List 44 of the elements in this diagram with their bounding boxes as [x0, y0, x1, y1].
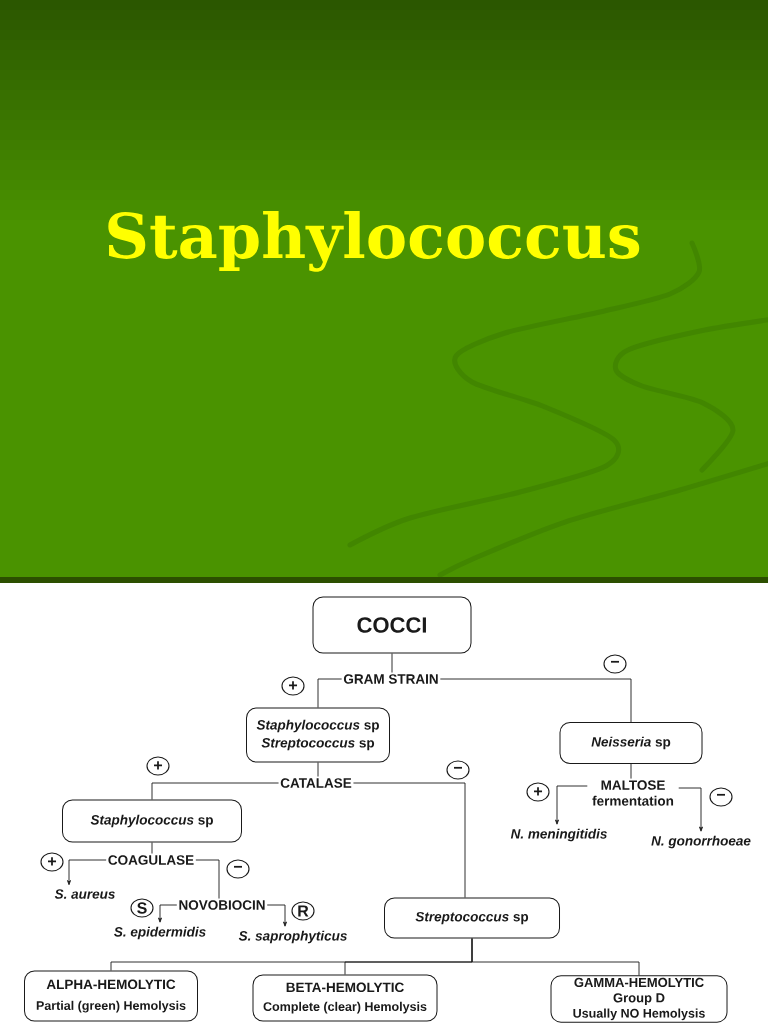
edge-label: R [291, 901, 315, 921]
edge-label: + [526, 782, 550, 802]
edge-label: + [281, 676, 305, 696]
arrow [158, 904, 178, 923]
test-label: MALTOSE fermentation [592, 780, 674, 806]
species-name: S. aureus [54, 889, 115, 899]
rounded-box: Staphylococcus sp [62, 799, 242, 843]
rounded-box: COCCI [312, 596, 472, 654]
edge-label: − [709, 787, 733, 807]
connector [630, 763, 632, 779]
connector [317, 678, 343, 708]
connector [353, 782, 466, 898]
rounded-box: Neisseria sp [559, 722, 703, 764]
species-name: S. saprophyticus [238, 930, 347, 944]
arrow [678, 787, 703, 832]
connector [391, 653, 393, 673]
test-label: COAGULASE [108, 855, 194, 865]
edge-label: + [146, 756, 170, 776]
edge-label: S [130, 898, 154, 918]
test-label: GRAM STRAIN [343, 674, 438, 684]
rounded-box: ALPHA-HEMOLYTIC Partial (green) Hemolysis [24, 970, 198, 1022]
rounded-box: BETA-HEMOLYTIC Complete (clear) Hemolysis [252, 974, 438, 1022]
rounded-box: Streptococcus sp [384, 897, 560, 939]
arrow [266, 904, 287, 927]
arrow [67, 859, 107, 886]
connector [151, 782, 279, 800]
species-name: N. meningitidis [510, 828, 607, 842]
edge-label: − [603, 654, 627, 674]
connector [439, 678, 632, 723]
connector [471, 938, 640, 976]
edge-label: + [40, 852, 64, 872]
rounded-box: Staphylococcus sp Streptococcus sp [246, 707, 390, 763]
species-name: N. gonorrhoeae [651, 835, 751, 849]
rounded-box: GAMMA-HEMOLYTIC Group D Usually NO Hemolysis [550, 975, 728, 1023]
edge-label: − [226, 859, 250, 879]
connector [317, 762, 319, 777]
test-label: CATALASE [280, 778, 352, 788]
title: Staphylococcus [108, 210, 640, 272]
arrow [555, 785, 588, 825]
test-label: NOVOBIOCIN [179, 900, 265, 910]
connector [151, 842, 153, 854]
connector [195, 859, 220, 899]
species-name: S. epidermidis [114, 926, 206, 940]
edge-label: − [446, 760, 470, 780]
